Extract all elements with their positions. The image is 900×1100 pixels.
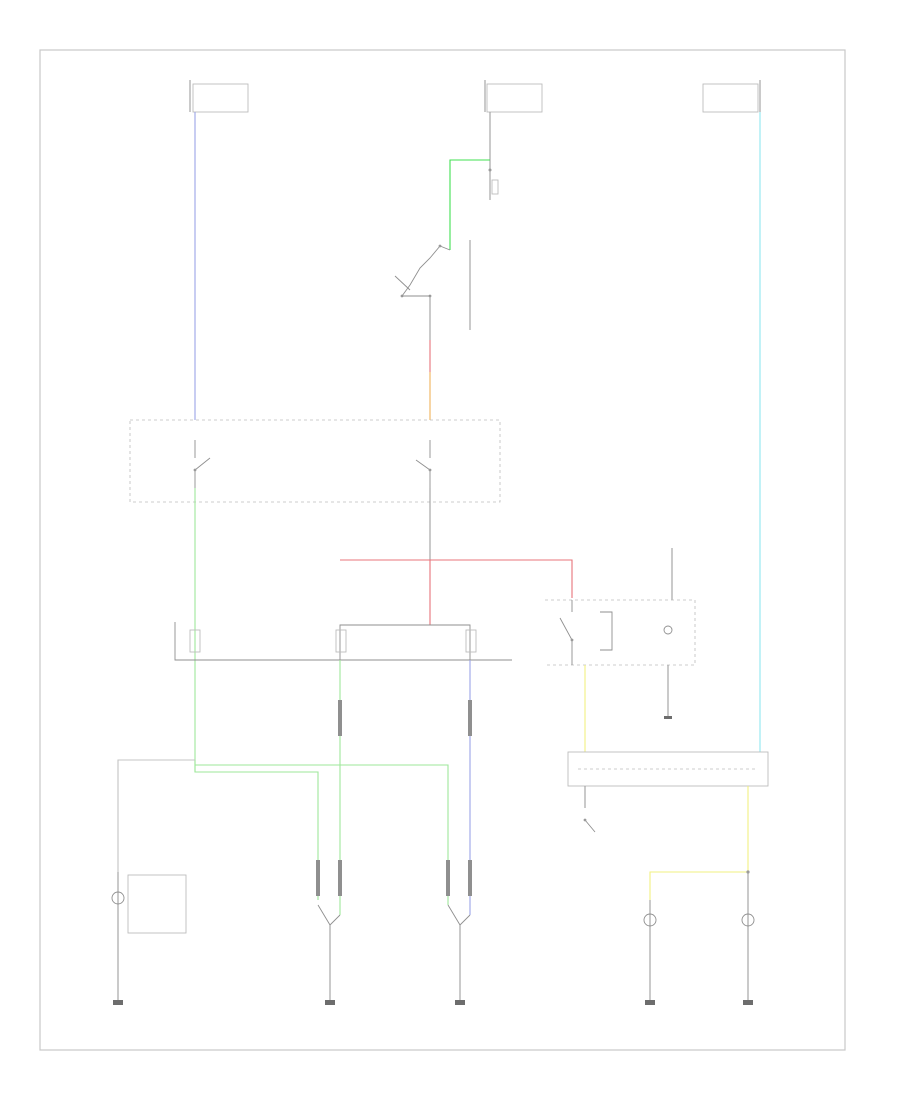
fuse-row <box>174 622 512 661</box>
wire-green-mid <box>449 159 490 250</box>
fuse-block-top-mid <box>484 80 543 113</box>
lamp-3 <box>447 904 471 1000</box>
wire-yellow-splice <box>649 871 748 900</box>
lamp-5 <box>741 872 755 1000</box>
ground-5 <box>743 1000 753 1005</box>
ground-3 <box>455 1000 465 1005</box>
wire-green-splice-right <box>195 764 449 905</box>
brake-pedal-switch <box>394 240 471 330</box>
brake-light-module <box>567 751 769 787</box>
fuse-block-top-right <box>702 80 761 113</box>
multi-function-switch <box>129 419 501 503</box>
lamp-4 <box>643 900 657 1000</box>
diagram-frame <box>39 49 846 1051</box>
lamp-1 <box>111 872 187 1000</box>
ground-4 <box>645 1000 655 1005</box>
wire-red-right <box>340 559 573 598</box>
ground-1 <box>113 1000 123 1005</box>
wire-green-splice <box>194 760 319 900</box>
lamp-2 <box>317 904 341 1000</box>
fuse-block-top-left <box>189 80 249 113</box>
wire-gray-left <box>117 759 195 872</box>
ground-2 <box>325 1000 335 1005</box>
brake-switch-right <box>545 599 696 666</box>
